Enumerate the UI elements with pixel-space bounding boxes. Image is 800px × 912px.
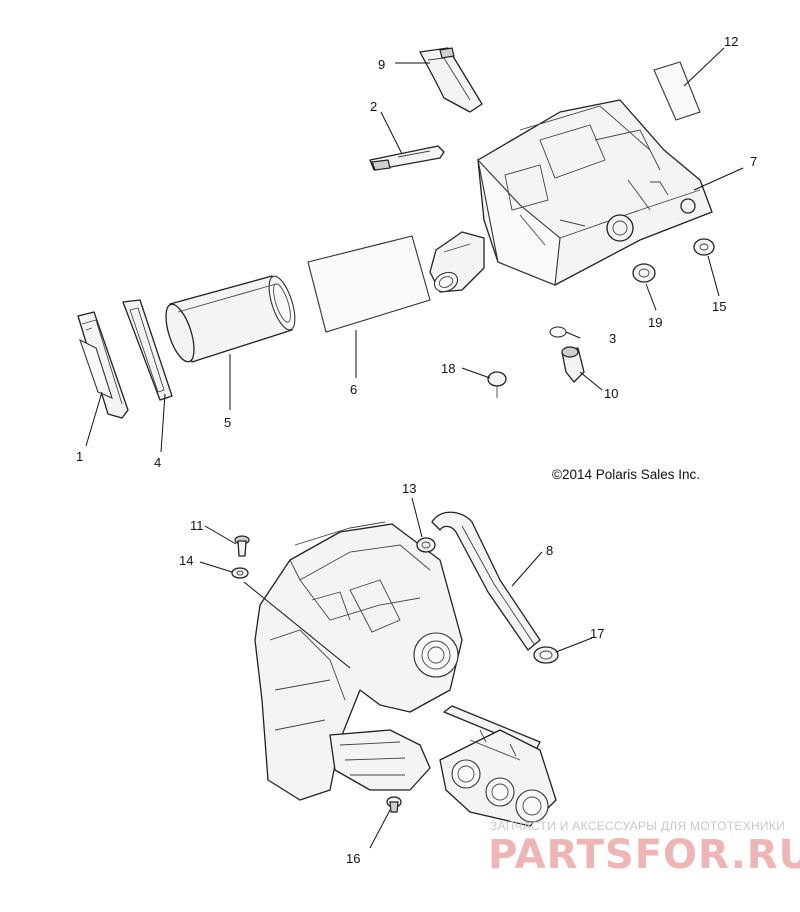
callout-6: 6	[350, 382, 357, 397]
callout-5: 5	[224, 415, 231, 430]
callout-1: 1	[76, 449, 83, 464]
part-16-fastener	[386, 796, 402, 813]
callout-4: 4	[154, 455, 161, 470]
callout-11: 11	[190, 518, 204, 533]
part-19-grommet	[632, 263, 656, 283]
part-1-end-cover	[77, 311, 129, 419]
part-8-hose	[431, 511, 541, 651]
watermark-brand: PARTSFOR.RU	[488, 832, 800, 878]
part-17-clamp	[533, 646, 559, 664]
watermark-tagline: ЗАПЧАСТИ И АКСЕССУАРЫ ДЛЯ МОТОТЕХНИКИ	[490, 819, 785, 833]
part-15-grommet	[693, 238, 715, 256]
callout-8: 8	[546, 543, 553, 558]
copyright-notice: ©2014 Polaris Sales Inc.	[552, 467, 700, 482]
part-4-gasket	[122, 299, 173, 401]
part-3-o-ring	[549, 326, 567, 338]
callout-13: 13	[402, 481, 416, 496]
callout-14: 14	[179, 553, 193, 568]
part-2-strap	[369, 145, 445, 171]
part-14-washer	[231, 567, 249, 579]
leader-lines	[85, 47, 744, 849]
callout-10: 10	[604, 386, 618, 401]
callout-16: 16	[346, 851, 360, 866]
callout-17: 17	[590, 626, 604, 641]
part-18-clip	[487, 371, 507, 398]
part-6-prefilter	[307, 235, 431, 333]
part-12-foam-pad	[653, 61, 701, 121]
callout-7: 7	[750, 154, 757, 169]
part-5-filter-element	[165, 275, 296, 363]
intake-plenum-housing	[254, 521, 463, 801]
part-9-bracket	[419, 47, 483, 113]
callout-18: 18	[441, 361, 455, 376]
part-10-drain-valve	[561, 346, 585, 383]
part-11-bolt	[234, 535, 250, 557]
callout-19: 19	[648, 315, 662, 330]
callout-2: 2	[370, 99, 377, 114]
callout-3: 3	[609, 331, 616, 346]
throttle-body-assembly	[439, 705, 557, 827]
callout-labels: 1 2 3 4 5 6 7 8 9 10 11 12 13 14 15 16 1…	[76, 34, 757, 866]
callout-15: 15	[712, 299, 726, 314]
part-7-airbox	[429, 99, 713, 293]
callout-9: 9	[378, 57, 385, 72]
watermark: ЗАПЧАСТИ И АКСЕССУАРЫ ДЛЯ МОТОТЕХНИКИ PA…	[488, 819, 800, 878]
part-13-hose-clamp	[416, 537, 436, 553]
callout-12: 12	[724, 34, 738, 49]
